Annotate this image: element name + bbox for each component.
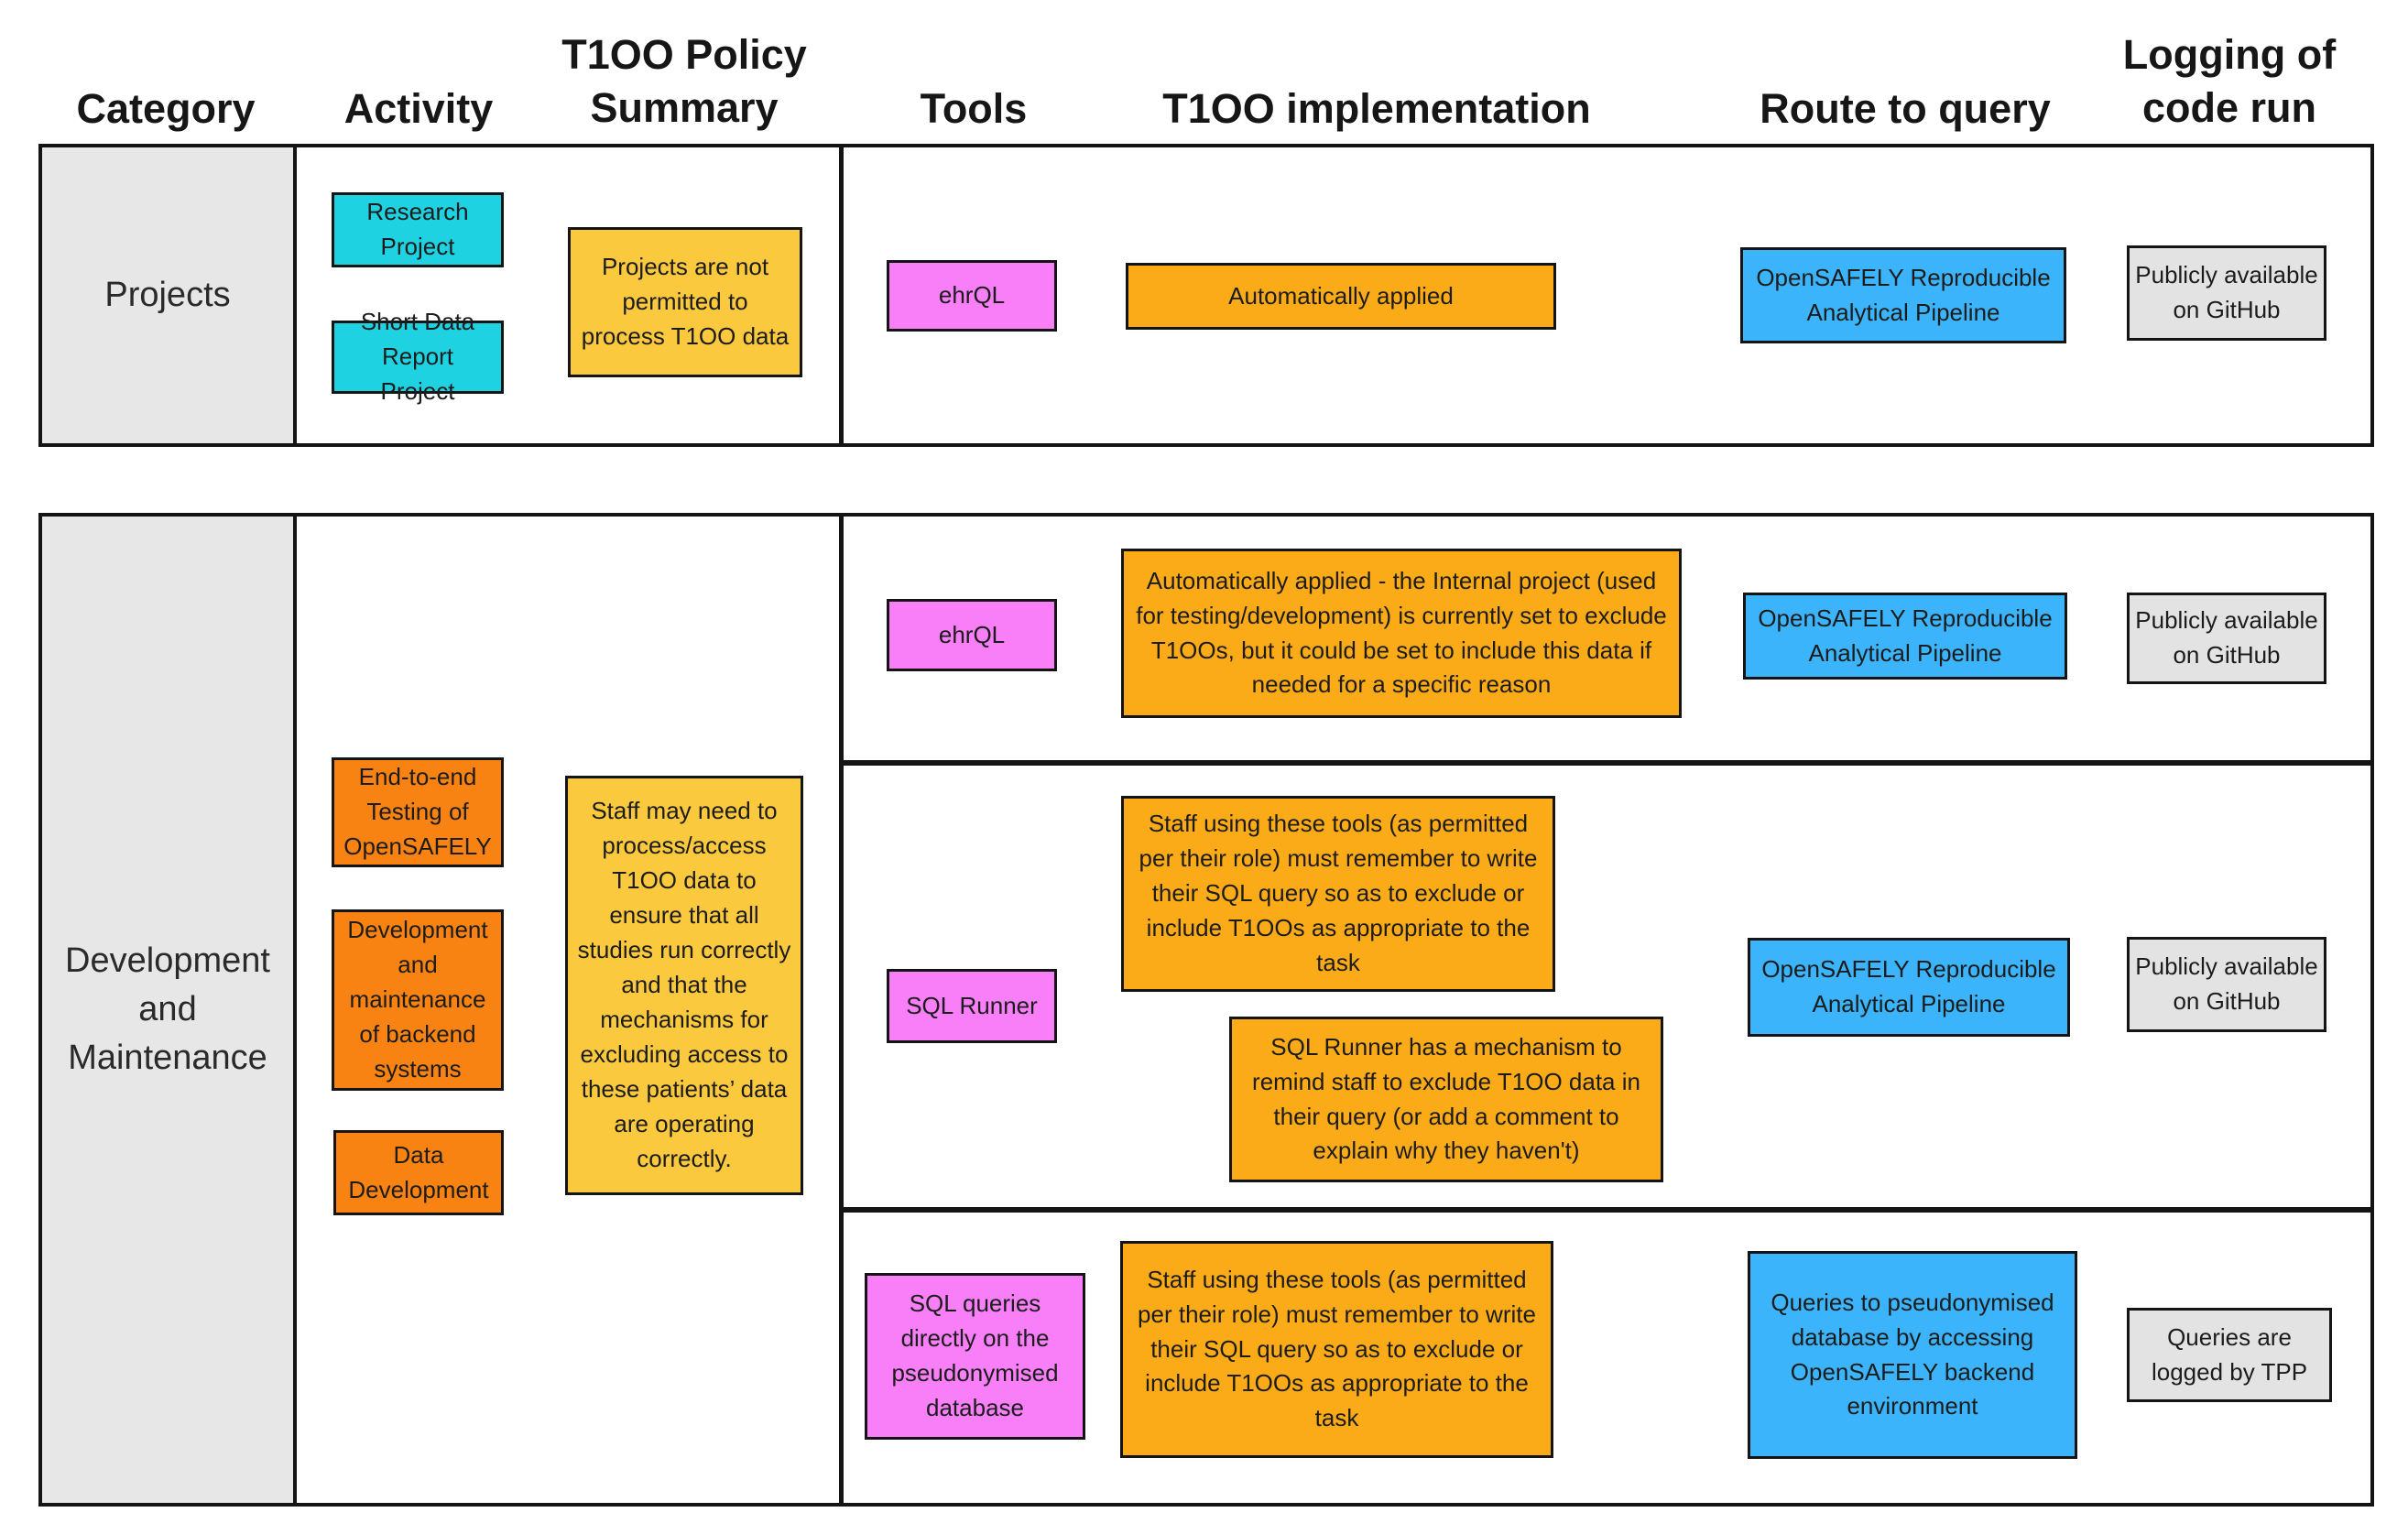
projects-category-cell: Projects (38, 144, 297, 447)
column-header-tools: Tools (920, 85, 1028, 132)
column-header-logging: Logging of code run (2122, 31, 2337, 131)
implementation-projects: Automatically applied (1126, 263, 1556, 330)
implementation-sql-direct-policy: Staff using these tools (as permitted pe… (1120, 1241, 1553, 1458)
policy-summary-devmaint: Staff may need to process/access T1OO da… (565, 776, 803, 1195)
devmaint-category-cell: Development and Maintenance (38, 513, 297, 1507)
logging-github-ehrql-devmaint: Publicly available on GitHub (2127, 593, 2326, 684)
route-backend-queries: Queries to pseudonymised database by acc… (1748, 1251, 2077, 1459)
implementation-sql-runner-policy: Staff using these tools (as permitted pe… (1121, 796, 1555, 992)
tool-ehrql-devmaint: ehrQL (887, 599, 1057, 671)
route-rap-projects: OpenSAFELY Reproducible Analytical Pipel… (1740, 247, 2066, 343)
column-header-activity: Activity (343, 85, 494, 132)
logging-github-projects: Publicly available on GitHub (2127, 245, 2326, 341)
projects-summary-divider (839, 144, 844, 447)
activity-data-development: Data Development (333, 1130, 504, 1215)
column-header-policy-summary: T1OO Policy Summary (561, 31, 807, 131)
activity-end-to-end-testing: End-to-end Testing of OpenSAFELY (332, 757, 504, 867)
activity-backend-maintenance: Development and maintenance of backend s… (332, 909, 504, 1091)
route-rap-sql-runner: OpenSAFELY Reproducible Analytical Pipel… (1748, 938, 2070, 1037)
column-header-category: Category (76, 85, 256, 132)
devmaint-subrow-divider-1 (842, 760, 2374, 766)
devmaint-subrow-divider-2 (842, 1207, 2374, 1213)
implementation-sql-runner-mechanism: SQL Runner has a mechanism to remind sta… (1229, 1017, 1663, 1182)
tool-sql-queries-direct: SQL queries directly on the pseudonymise… (865, 1273, 1085, 1440)
route-rap-ehrql-devmaint: OpenSAFELY Reproducible Analytical Pipel… (1743, 593, 2067, 680)
activity-research-project: Research Project (332, 192, 504, 267)
tool-sql-runner: SQL Runner (887, 969, 1057, 1043)
logging-github-sql-runner: Publicly available on GitHub (2127, 937, 2326, 1032)
activity-short-data-report-project: Short Data Report Project (332, 308, 504, 405)
logging-tpp-queries: Queries are logged by TPP (2127, 1308, 2332, 1402)
column-header-route: Route to query (1760, 85, 2051, 132)
implementation-ehrql-devmaint: Automatically applied - the Internal pro… (1121, 549, 1682, 718)
policy-summary-projects: Projects are not permitted to process T1… (568, 227, 802, 377)
column-header-implementation: T1OO implementation (1162, 85, 1591, 132)
devmaint-summary-divider (839, 513, 844, 1507)
tool-ehrql-projects: ehrQL (887, 260, 1057, 332)
